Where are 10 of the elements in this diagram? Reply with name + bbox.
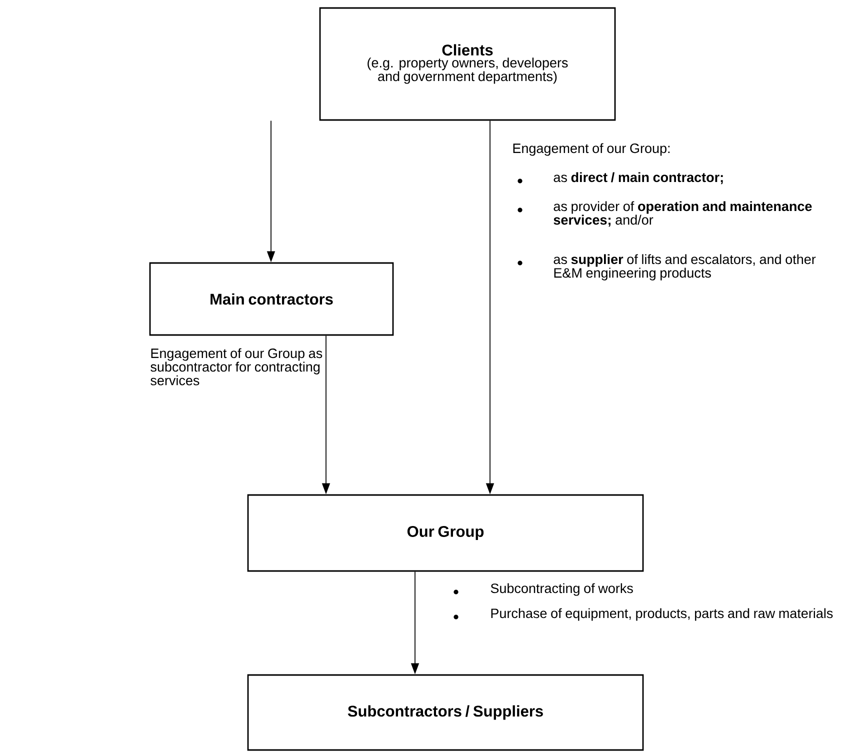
- process-box: Our Group: [247, 494, 644, 572]
- bullet-text: as provider of operation and maintenance services; and/or: [554, 201, 812, 227]
- process-box: Subcontractors / Suppliers: [247, 674, 644, 751]
- edge-label: Engagement of our Group:: [513, 143, 670, 156]
- process-box: Clients (e.g. property owners, developers and government departments): [319, 7, 616, 121]
- bullet-text: Purchase of equipment, products, parts and raw materials: [491, 608, 833, 621]
- edge-label: Engagement of our Group as subcontractor for contracting services: [150, 348, 322, 386]
- process-box: Main contractors: [149, 262, 394, 336]
- bullet-text: as supplier of lifts and escalators, and other E&M engineering products: [554, 254, 816, 280]
- bullet-text: as direct / main contractor;: [554, 172, 723, 184]
